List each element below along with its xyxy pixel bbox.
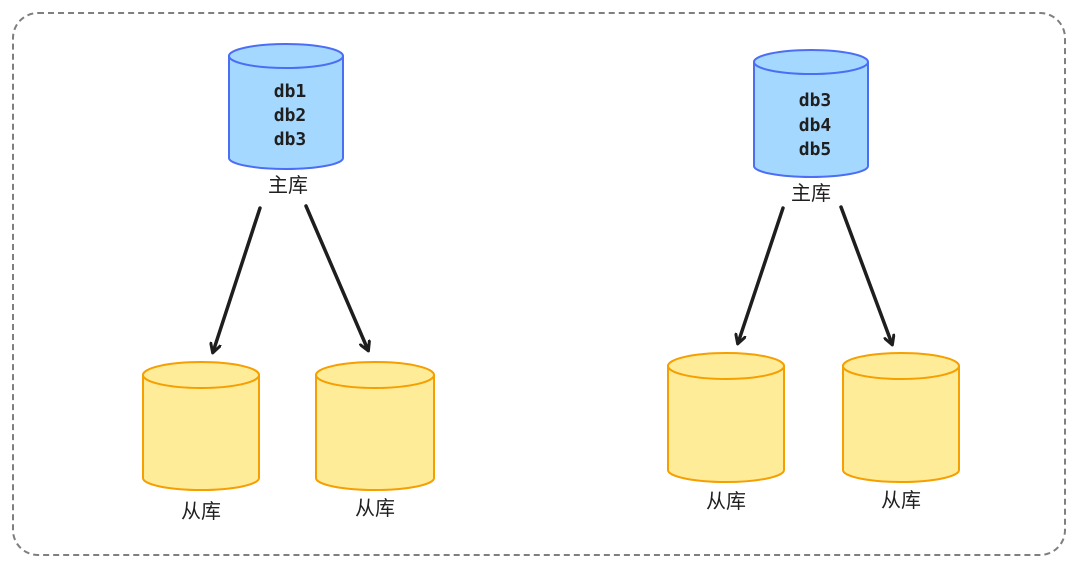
slave-label: 从库	[355, 496, 395, 520]
replication-arrow	[304, 204, 368, 350]
master-database-cylinder: db3 db4 db5	[753, 49, 869, 178]
db-name-label: db1	[274, 81, 307, 102]
db-name-label: db3	[799, 90, 832, 111]
db-name-label: db3	[274, 129, 307, 150]
slave-database-cylinder	[667, 352, 785, 483]
slave-database-cylinder	[142, 361, 260, 491]
replication-group-1: db1 db2 db3 主库 从库 从库	[142, 43, 435, 523]
slave-label: 从库	[881, 488, 921, 512]
replication-arrow	[738, 206, 785, 343]
db-name-label: db4	[799, 115, 832, 136]
replication-arrow	[213, 206, 262, 352]
slave-label: 从库	[706, 489, 746, 513]
dashed-container-frame	[12, 12, 1066, 556]
slave-database-cylinder	[842, 352, 960, 483]
slave-label: 从库	[181, 499, 221, 523]
slave-database-cylinder	[315, 361, 435, 491]
db-name-label: db5	[799, 139, 832, 160]
master-database-cylinder: db1 db2 db3	[228, 43, 344, 170]
master-label: 主库	[268, 173, 308, 197]
db-name-label: db2	[274, 105, 307, 126]
replication-arrow	[839, 205, 892, 344]
master-label: 主库	[791, 181, 831, 205]
replication-group-2: db3 db4 db5 主库 从库 从库	[667, 49, 960, 513]
